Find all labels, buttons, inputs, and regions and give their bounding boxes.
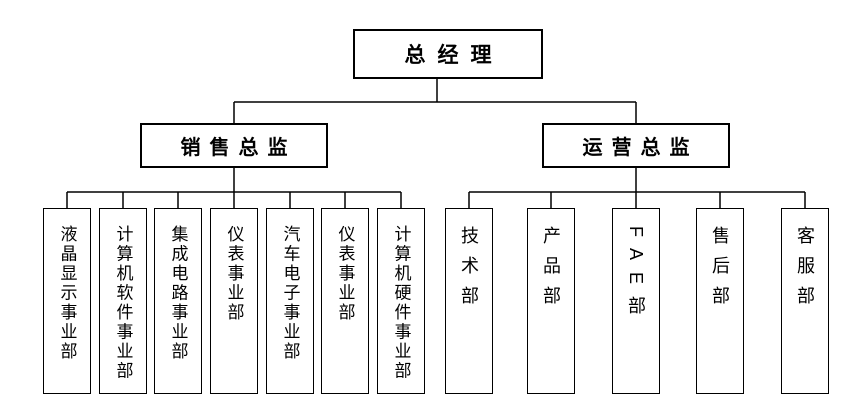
- node-sales-director: 销售总监: [140, 123, 328, 168]
- node-label: 客服部: [795, 226, 815, 316]
- node-label: 销售总监: [180, 137, 297, 159]
- node-label: 仪表事业部: [335, 225, 355, 323]
- node-label: 液晶显示事业部: [57, 225, 77, 362]
- node-product-dept: 产品部: [527, 208, 575, 394]
- node-computer-software-division: 计算机软件事业部: [99, 208, 147, 394]
- node-label: 产品部: [541, 226, 561, 316]
- node-label: FAE部: [626, 226, 646, 327]
- node-label: 运营总监: [582, 137, 699, 159]
- node-label: 汽车电子事业部: [280, 225, 300, 362]
- node-label: 总经理: [404, 44, 504, 67]
- node-instrument-division-2: 仪表事业部: [321, 208, 369, 394]
- node-label: 计算机硬件事业部: [391, 225, 411, 381]
- node-general-manager: 总经理: [353, 29, 543, 79]
- node-integrated-circuit-division: 集成电路事业部: [154, 208, 202, 394]
- node-automotive-electronics-division: 汽车电子事业部: [266, 208, 314, 394]
- node-label: 售后部: [710, 226, 730, 316]
- node-label: 集成电路事业部: [168, 225, 188, 362]
- node-computer-hardware-division: 计算机硬件事业部: [377, 208, 425, 394]
- node-after-sales-dept: 售后部: [696, 208, 744, 394]
- node-lcd-display-division: 液晶显示事业部: [43, 208, 91, 394]
- node-instrument-division-1: 仪表事业部: [210, 208, 258, 394]
- node-fae-dept: FAE部: [612, 208, 660, 394]
- node-operations-director: 运营总监: [542, 123, 730, 168]
- node-label: 计算机软件事业部: [113, 225, 133, 381]
- node-technical-dept: 技术部: [445, 208, 493, 394]
- node-customer-service-dept: 客服部: [781, 208, 829, 394]
- node-label: 技术部: [459, 226, 479, 316]
- node-label: 仪表事业部: [224, 225, 244, 323]
